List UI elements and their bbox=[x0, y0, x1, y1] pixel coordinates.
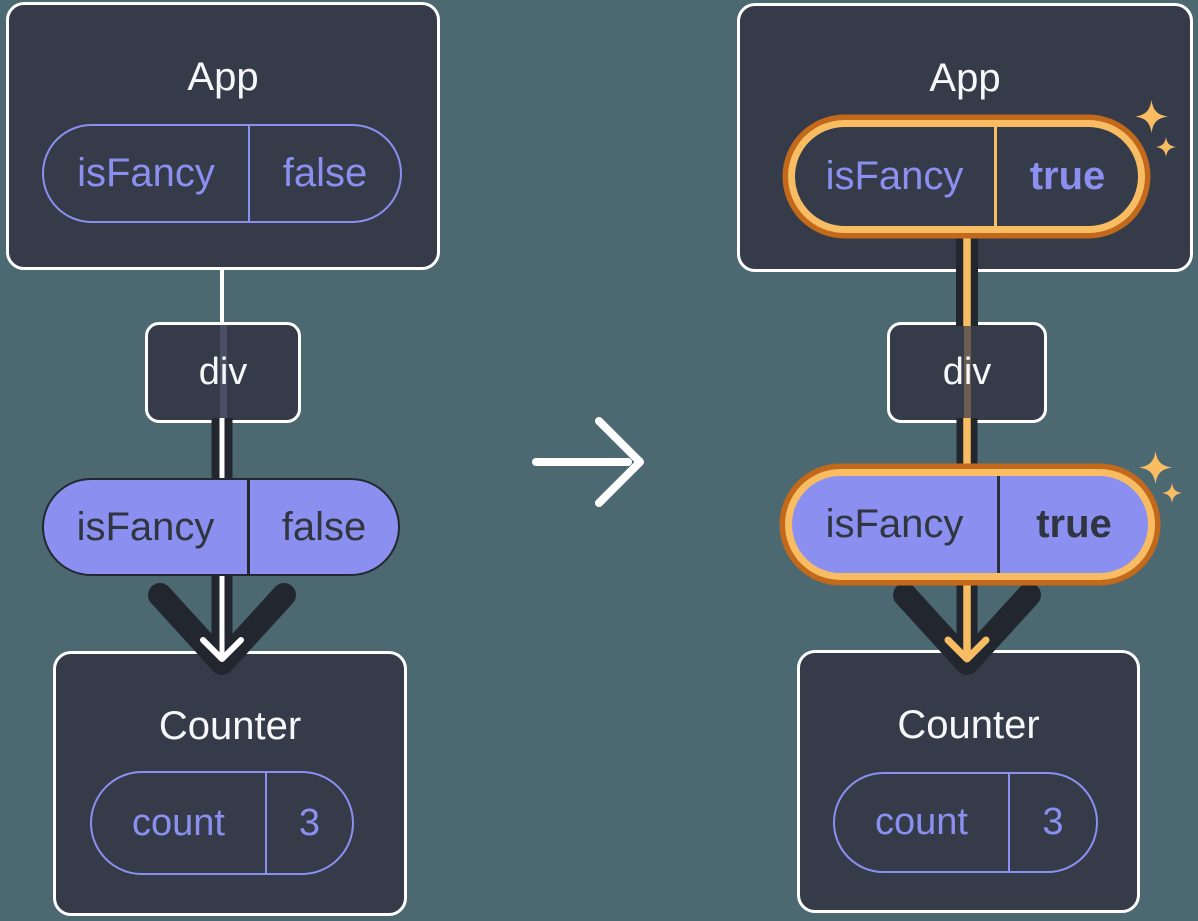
left-app-prop-pill: isFancy false bbox=[42, 124, 402, 223]
right-div-node-box: div bbox=[887, 322, 1047, 423]
right-counter-state-pill: count 3 bbox=[833, 772, 1098, 873]
right-counter-state-name: count bbox=[835, 774, 1010, 871]
right-passed-prop-value: true bbox=[1036, 502, 1112, 546]
left-counter-state-name: count bbox=[92, 773, 267, 873]
right-passed-prop-pill-highlighted: isFancy true bbox=[792, 476, 1148, 573]
left-counter-component-box: Counter bbox=[53, 651, 407, 916]
right-app-prop-pill-highlighted: isFancy true bbox=[795, 127, 1138, 226]
left-div-label: div bbox=[198, 351, 248, 393]
left-counter-state-pill: count 3 bbox=[90, 771, 354, 875]
right-app-prop-value: true bbox=[1029, 154, 1106, 198]
left-passed-prop-pill: isFancy false bbox=[42, 478, 400, 576]
left-app-title: App bbox=[187, 55, 259, 99]
right-counter-title: Counter bbox=[897, 703, 1040, 747]
left-app-prop-value: false bbox=[282, 151, 368, 195]
right-counter-state-value: 3 bbox=[1042, 801, 1064, 843]
left-counter-title: Counter bbox=[158, 704, 302, 748]
left-counter-state-value: 3 bbox=[298, 801, 321, 844]
left-div-node-box: div bbox=[145, 322, 301, 423]
left-app-prop-name: isFancy bbox=[44, 126, 250, 221]
left-passed-prop-value: false bbox=[281, 504, 367, 549]
right-div-label: div bbox=[942, 351, 992, 393]
left-div-ghost-line bbox=[219, 325, 227, 420]
right-div-ghost-line bbox=[963, 325, 971, 420]
right-app-prop-name: isFancy bbox=[795, 127, 997, 226]
sparkle-small-icon bbox=[1162, 483, 1182, 503]
sparkle-large-icon bbox=[1139, 451, 1172, 484]
left-app-div-connector bbox=[219, 268, 224, 324]
right-passed-prop-name: isFancy bbox=[792, 476, 1000, 573]
left-passed-prop-name: isFancy bbox=[44, 480, 250, 574]
right-app-title: App bbox=[929, 56, 1001, 100]
transition-right-arrow-icon bbox=[532, 417, 644, 507]
